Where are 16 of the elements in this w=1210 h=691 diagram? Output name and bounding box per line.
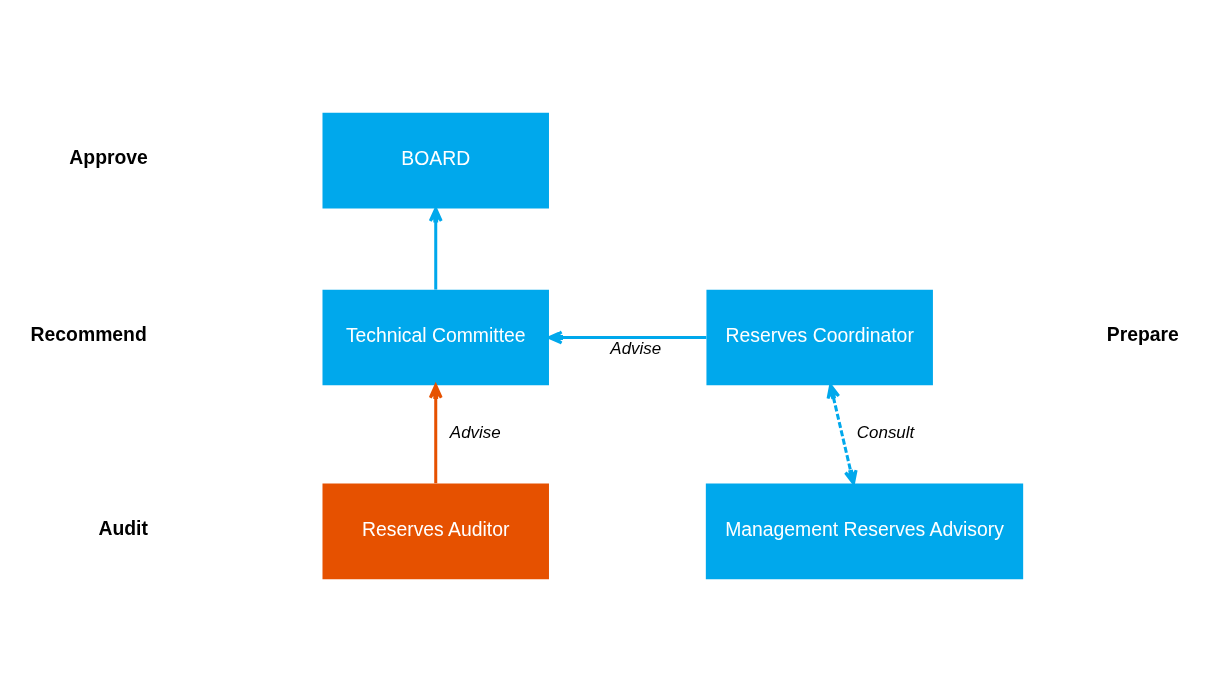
arrow	[826, 383, 858, 485]
edge-label: Consult	[856, 422, 915, 442]
arrow	[428, 383, 443, 483]
node-box: Management Reserves Advisory	[705, 482, 1024, 579]
node-box: Reserves Auditor	[322, 482, 549, 579]
node-box: Reserves Coordinator	[706, 289, 933, 385]
label: Prepare	[1106, 322, 1179, 345]
arrow	[547, 330, 707, 344]
node-box: Technical Committee	[322, 289, 549, 385]
label: Recommend	[30, 322, 147, 345]
node-box: BOARD	[322, 112, 549, 209]
edge-label: Advise	[610, 338, 662, 358]
edge-label: Advise	[449, 422, 501, 442]
arrow	[428, 206, 443, 290]
label: Approve	[69, 145, 148, 168]
label: Audit	[98, 516, 148, 539]
